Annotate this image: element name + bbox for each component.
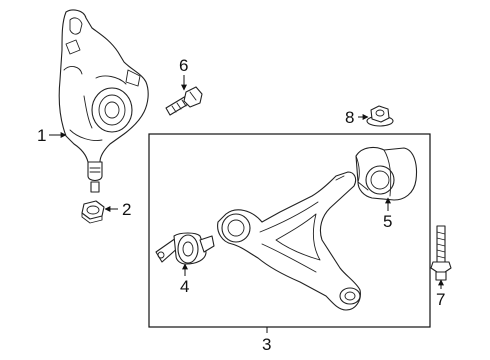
callout-8: 8 (345, 108, 354, 127)
callout-4: 4 (180, 277, 189, 296)
callout-2: 2 (122, 200, 131, 219)
flange-nut-icon (366, 105, 394, 127)
callout-7: 7 (436, 290, 445, 309)
leader-lines (49, 75, 444, 333)
front-bushing-icon (155, 232, 215, 265)
hex-nut-icon (81, 200, 105, 224)
callout-labels: 1 2 3 4 5 6 7 8 (37, 56, 445, 354)
callout-1: 1 (37, 126, 46, 145)
lower-control-arm-icon (217, 171, 361, 311)
rear-bushing-icon (355, 146, 418, 201)
bolt-icon (165, 86, 203, 116)
assembly-frame (148, 133, 431, 328)
callout-5: 5 (383, 212, 392, 231)
callout-3: 3 (262, 335, 271, 354)
stud-bolt-icon (430, 225, 452, 281)
callout-6: 6 (179, 56, 188, 75)
steering-knuckle-icon (58, 9, 149, 193)
